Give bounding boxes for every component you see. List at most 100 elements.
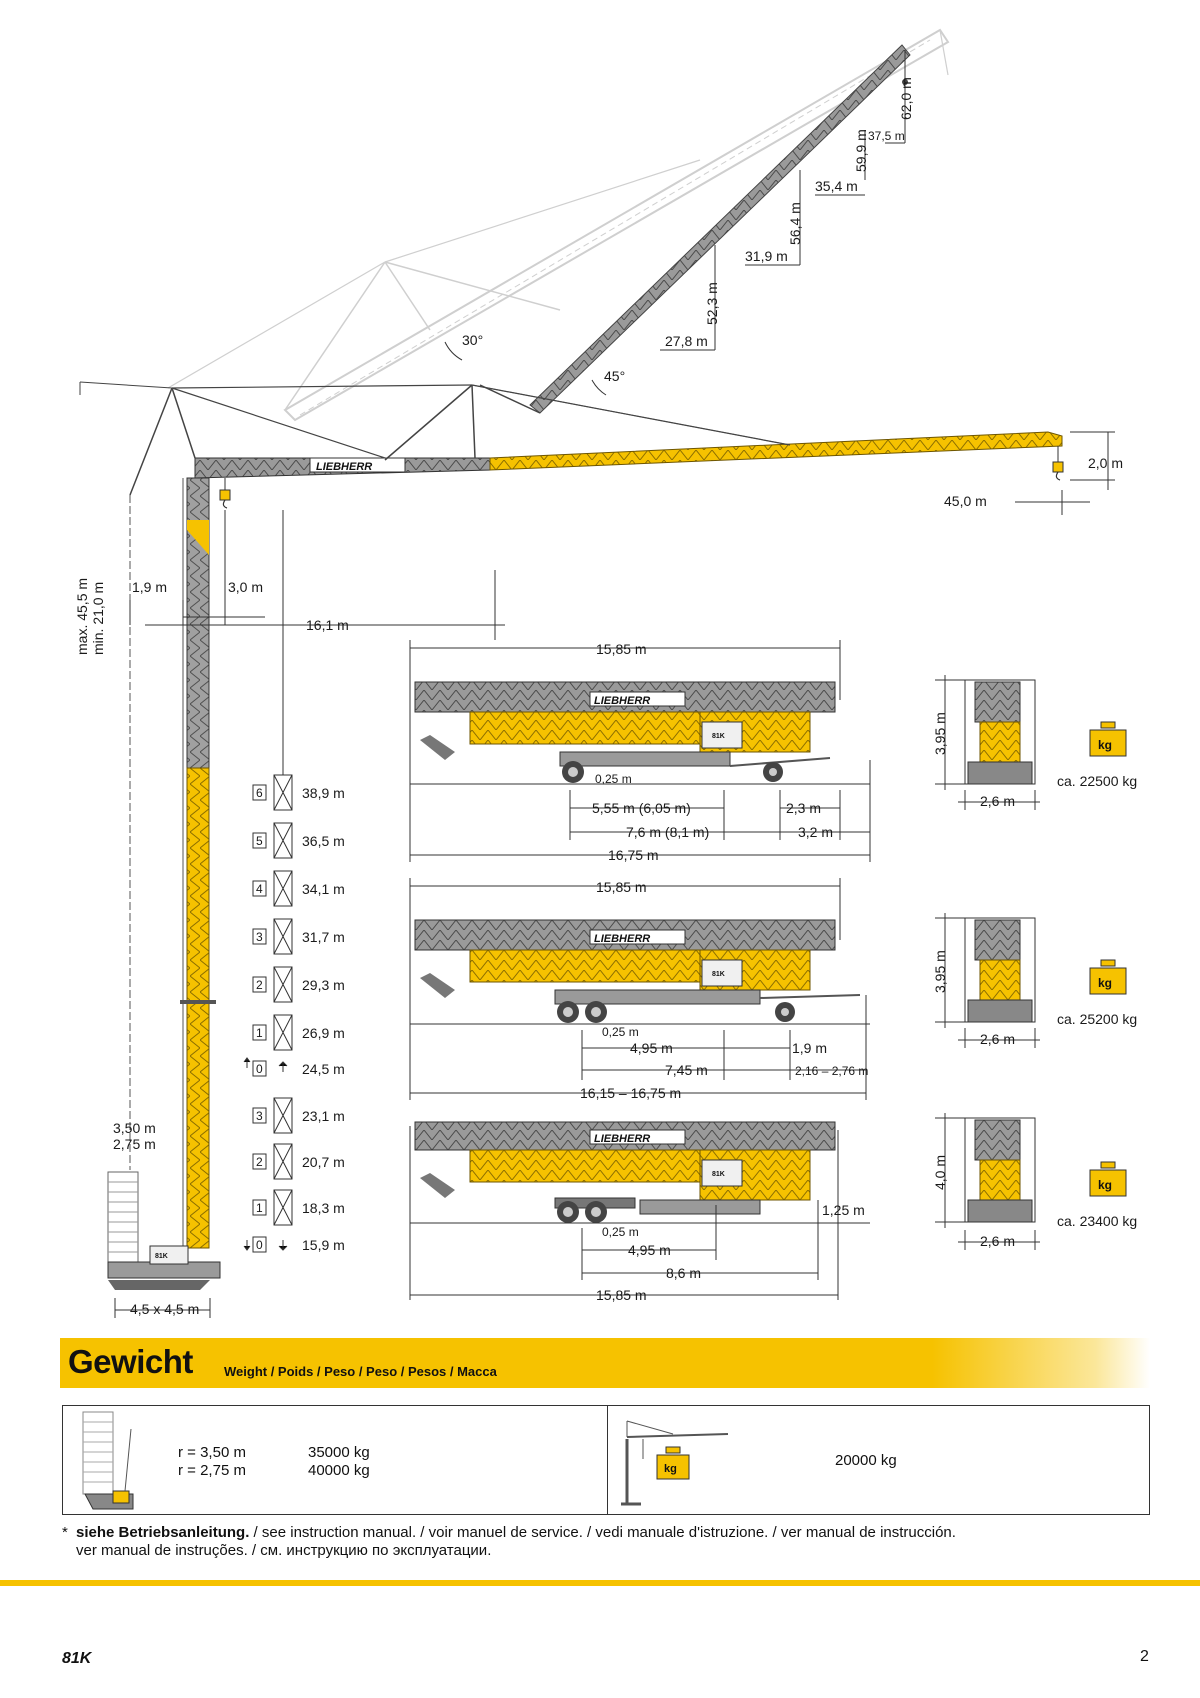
svg-text:kg: kg	[1098, 976, 1112, 990]
page-number: 2	[1140, 1648, 1149, 1665]
jib-dimensions	[1015, 431, 1115, 515]
svg-text:81K: 81K	[712, 1171, 725, 1178]
weight-section-bar	[60, 1338, 1150, 1388]
t3-width: 2,6 m	[980, 1233, 1015, 1249]
t1-height: 3,95 m	[932, 712, 948, 755]
t3-total-length: 15,85 m	[596, 1287, 647, 1303]
svg-text:5: 5	[256, 834, 263, 848]
luffing-dimensions	[660, 50, 906, 351]
t2-weight-icon: kg	[1089, 959, 1127, 995]
svg-text:81K: 81K	[712, 733, 725, 740]
ballast-weight-1: 35000 kg	[308, 1444, 370, 1461]
svg-text:24,5 m: 24,5 m	[302, 1061, 345, 1077]
angle-30-label: 30°	[462, 332, 483, 348]
tower: 81K	[107, 477, 221, 1290]
svg-text:81K: 81K	[712, 971, 725, 978]
t1-weight-icon: kg	[1089, 721, 1127, 757]
t3-dim-2: 8,6 m	[666, 1265, 701, 1281]
svg-text:38,9 m: 38,9 m	[302, 785, 345, 801]
svg-text:1: 1	[256, 1026, 263, 1040]
t2-rear-dims	[935, 913, 1040, 1048]
tower-offset-3-0: 3,0 m	[228, 579, 263, 595]
luffing-height-62: 62,0 m	[898, 77, 914, 120]
t3-rear-height: 1,25 m	[822, 1202, 865, 1218]
t1-dim-3: 7,6 m (8,1 m)	[626, 824, 709, 840]
angle-45-label: 45°	[604, 368, 625, 384]
svg-text:20,7 m: 20,7 m	[302, 1154, 345, 1170]
t1-weight: ca. 22500 kg	[1057, 773, 1137, 789]
luffing-height-56-4: 56,4 m	[787, 202, 803, 245]
t2-width: 2,6 m	[980, 1031, 1015, 1047]
ballast-radius-2-75: 2,75 m	[113, 1136, 156, 1152]
luffing-boom-45	[471, 44, 911, 446]
footer-model: 81K	[62, 1650, 92, 1667]
weight-section-subtitle: Weight / Poids / Peso / Peso / Pesos / M…	[224, 1364, 497, 1379]
tower-model-badge: 81K	[155, 1253, 168, 1260]
weight-table: r = 3,50 m 35000 kg r = 2,75 m 40000 kg …	[62, 1405, 1150, 1515]
footnote-bold: siehe Betriebsanleitung.	[76, 1524, 250, 1541]
luffing-radius-31-9: 31,9 m	[745, 248, 788, 264]
svg-text:0: 0	[256, 1062, 263, 1076]
t2-dim-4: 2,16 – 2,76 m	[795, 1064, 868, 1078]
t1-total-length: 16,75 m	[608, 847, 659, 863]
t2-height: 3,95 m	[932, 950, 948, 993]
t3-weight-icon: kg	[1089, 1161, 1127, 1197]
svg-text:2: 2	[256, 1155, 263, 1169]
jib-brand-label: LIEBHERR	[316, 461, 372, 473]
svg-text:1: 1	[256, 1201, 263, 1215]
crane-weight: 20000 kg	[835, 1452, 897, 1469]
hook-height-label: 2,0 m	[1088, 455, 1123, 471]
t2-total-length: 16,15 – 16,75 m	[580, 1085, 681, 1101]
tower-counterjib-16-1: 16,1 m	[306, 617, 349, 633]
svg-text:34,1 m: 34,1 m	[302, 881, 345, 897]
svg-text:0: 0	[256, 1238, 263, 1252]
hook-height-list-x	[243, 774, 293, 1251]
luffing-radius-35-4: 35,4 m	[815, 178, 858, 194]
svg-text:31,7 m: 31,7 m	[302, 929, 345, 945]
t3-weight: ca. 23400 kg	[1057, 1213, 1137, 1229]
svg-text:4: 4	[256, 882, 263, 896]
t3-rear-dims	[935, 1113, 1040, 1250]
ballast-radius-3-50: 3,50 m	[113, 1120, 156, 1136]
t1-dim-1: 5,55 m (6,05 m)	[592, 800, 691, 816]
t2-weight: ca. 25200 kg	[1057, 1011, 1137, 1027]
hook-height-numbers: 6 5 4 3 2 1 0 3 2 1 0	[256, 786, 263, 1252]
footnote-rest: / see instruction manual. / voir manuel …	[249, 1524, 956, 1541]
svg-text:LIEBHERR: LIEBHERR	[594, 1133, 650, 1145]
ballast-weight-2: 40000 kg	[308, 1462, 370, 1479]
svg-text:kg: kg	[664, 1463, 677, 1475]
t2-rear-view	[964, 917, 1036, 1023]
svg-text:3: 3	[256, 930, 263, 944]
weight-section-title: Gewicht	[68, 1343, 193, 1380]
tower-height-min: min. 21,0 m	[90, 582, 106, 655]
svg-text:29,3 m: 29,3 m	[302, 977, 345, 993]
t1-dim-4: 3,2 m	[798, 824, 833, 840]
svg-text:2: 2	[256, 978, 263, 992]
footer-rule	[0, 1580, 1200, 1586]
luffing-radius-27-8: 27,8 m	[665, 333, 708, 349]
t2-ground-clearance: 0,25 m	[602, 1025, 639, 1039]
ballast-thumbnail	[82, 1411, 134, 1510]
angle-arcs	[444, 341, 607, 396]
footnote-star: *	[62, 1524, 68, 1541]
t1-top-length: 15,85 m	[596, 641, 647, 657]
crane-diagram: 30° 45° 62,0 m 37,5 m 59,9 m 35,4 m 56,4…	[74, 28, 1137, 1318]
ballast-radius-1: r = 3,50 m	[178, 1444, 246, 1461]
t1-rear-view	[964, 679, 1036, 785]
footnote-line-2: ver manual de instruções. / см. инструкц…	[76, 1542, 492, 1559]
svg-text:LIEBHERR: LIEBHERR	[594, 933, 650, 945]
weight-ballast-cell: r = 3,50 m 35000 kg r = 2,75 m 40000 kg	[63, 1406, 608, 1514]
t1-ground-clearance: 0,25 m	[595, 772, 632, 786]
tower-offset-1-9: 1,9 m	[132, 579, 167, 595]
svg-text:15,9 m: 15,9 m	[302, 1237, 345, 1253]
t2-top-length: 15,85 m	[596, 879, 647, 895]
svg-text:36,5 m: 36,5 m	[302, 833, 345, 849]
tower-base-size: 4,5 x 4,5 m	[130, 1301, 199, 1317]
t3-rear-view	[964, 1117, 1036, 1223]
t1-dim-2: 2,3 m	[786, 800, 821, 816]
ballast-radius-2: r = 2,75 m	[178, 1462, 246, 1479]
transport-config-3: LIEBHERR 81K	[414, 1121, 836, 1223]
svg-text:3: 3	[256, 1109, 263, 1123]
t2-dim-3: 7,45 m	[665, 1062, 708, 1078]
svg-text:26,9 m: 26,9 m	[302, 1025, 345, 1041]
